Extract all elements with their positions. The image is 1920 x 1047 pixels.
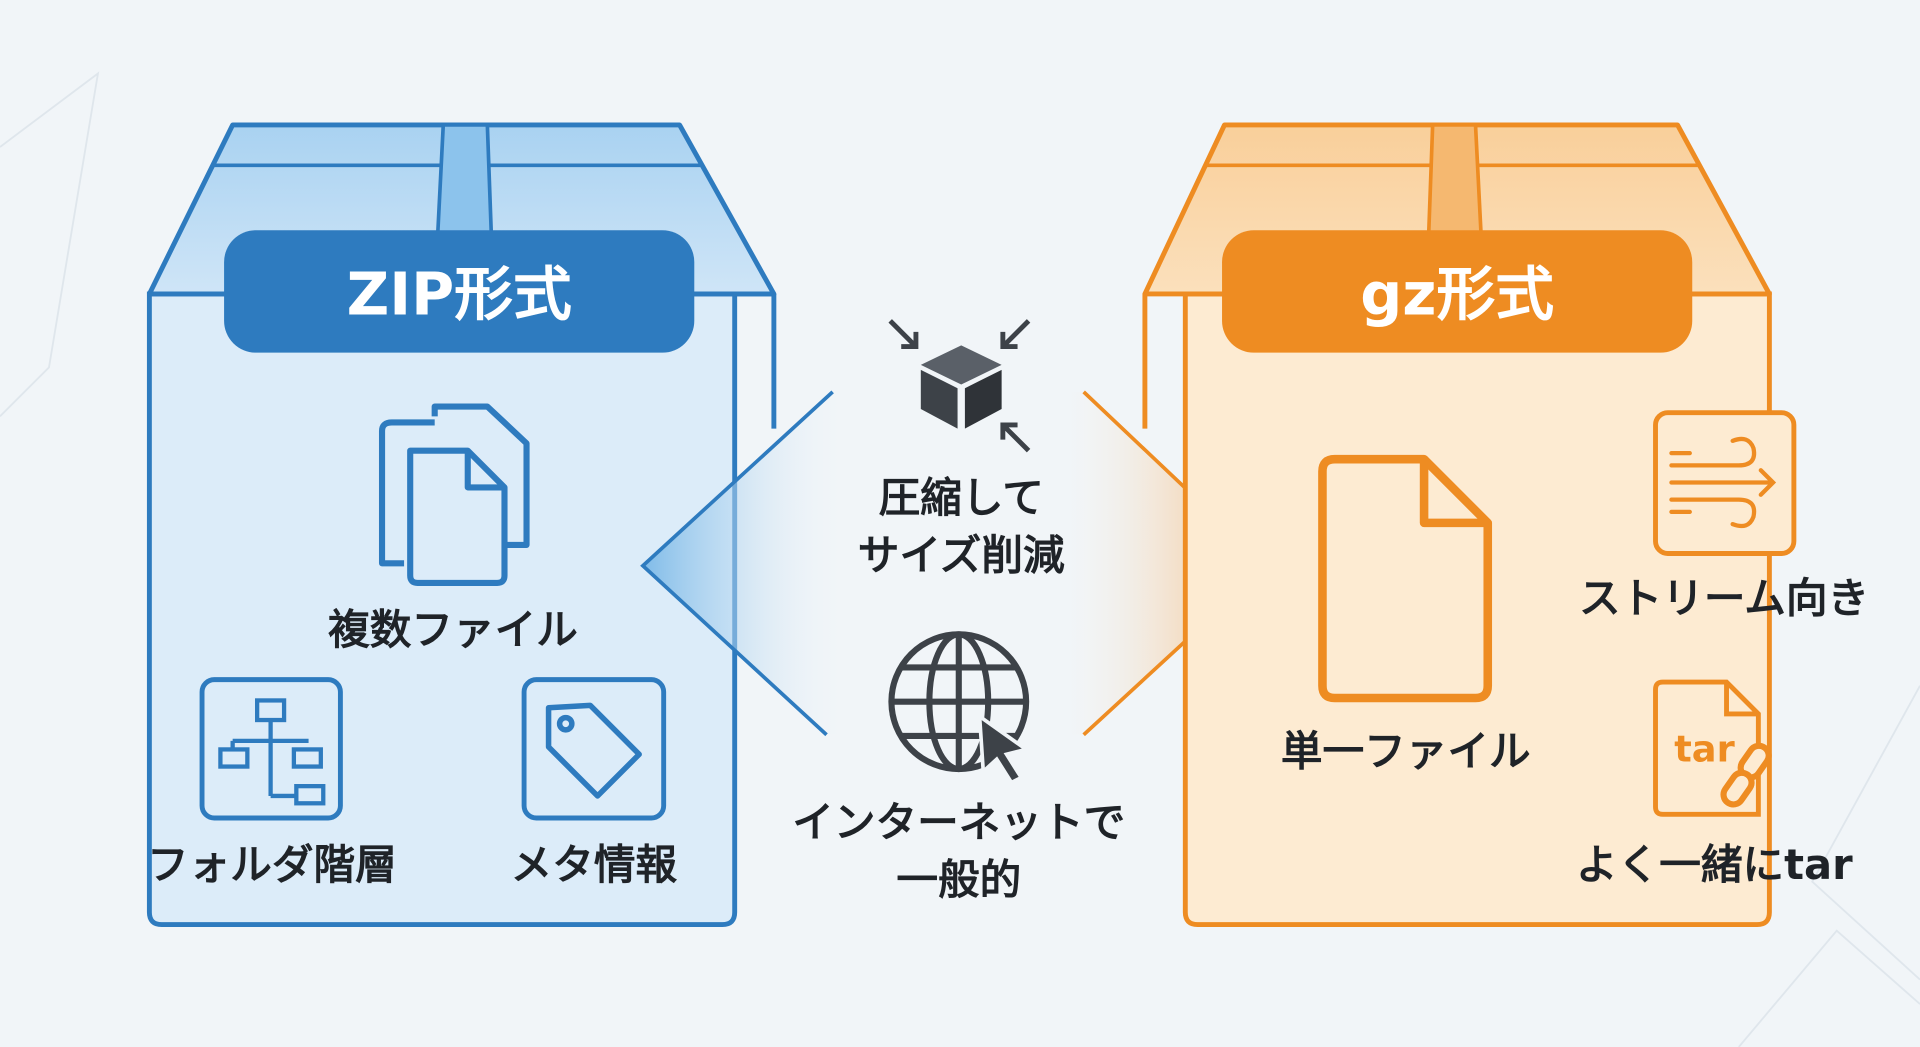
gz-box: gz形式 単一ファイル ストリーム向き tar よく一緒にtar [1142, 122, 1869, 927]
tag-icon [545, 702, 642, 799]
zip-feature-label: 複数ファイル [328, 605, 578, 654]
stream-icon [1669, 436, 1777, 529]
common-feature-label: 圧縮して [879, 473, 1044, 522]
zip-feature-label: メタ情報 [511, 840, 678, 889]
globe-cursor-icon [888, 631, 1031, 785]
gz-title: gz形式 [1360, 260, 1554, 329]
tar-icon-text: tar [1674, 728, 1734, 771]
tar-link-icon: tar [1653, 679, 1772, 817]
folder-hierarchy-icon [218, 698, 326, 806]
zip-title-pill [224, 230, 695, 353]
multiple-files-icon [378, 403, 530, 586]
zip-title: ZIP形式 [347, 260, 572, 329]
gz-box-body [1182, 291, 1772, 927]
gz-title-pill [1222, 230, 1693, 353]
compress-box-icon [888, 319, 1031, 453]
gz-chevron [1065, 391, 1268, 735]
common-feature-label: インターネットで [792, 797, 1125, 846]
single-file-icon [1318, 454, 1493, 703]
gz-feature-label: 単一ファイル [1281, 726, 1531, 775]
common-feature-label: サイズ削減 [858, 530, 1065, 579]
zip-box: ZIP形式 複数ファイル フォルダ階層 メタ情報 [146, 122, 777, 927]
gz-feature-label: よく一緒にtar [1576, 840, 1853, 889]
zip-feature-label: フォルダ階層 [147, 840, 397, 889]
background-lines [0, 71, 1920, 1047]
zip-chevron [642, 391, 845, 735]
common-feature-label: 一般的 [896, 855, 1021, 904]
gz-feature-label: ストリーム向き [1579, 573, 1869, 622]
